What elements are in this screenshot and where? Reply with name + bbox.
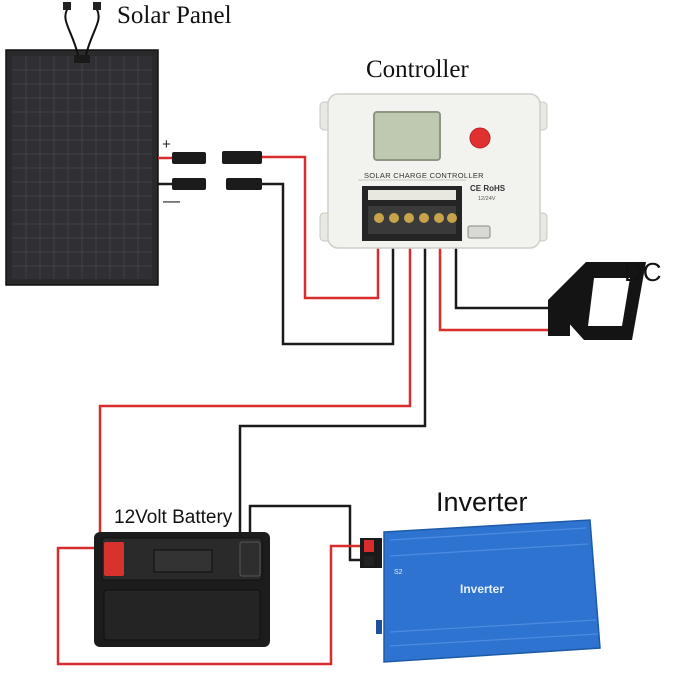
wire-panel-negative [262, 182, 395, 346]
mc4-connectors [158, 151, 262, 190]
junction-box [74, 55, 90, 63]
wire-inverter-negative [248, 504, 368, 562]
solar-panel-label: Solar Panel [117, 2, 232, 29]
controller-button [469, 127, 491, 149]
wire-dc-negative [454, 245, 548, 310]
inverter-brand: Inverter [460, 582, 505, 596]
panel-positive-sign: + [162, 136, 171, 153]
panel-negative-sign: — [163, 191, 180, 210]
wire-inverter-positive [56, 544, 368, 666]
inverter-label: Inverter [436, 487, 528, 517]
dc-load [548, 262, 646, 340]
wiring [56, 155, 548, 666]
controller-voltage: 12/24V [478, 196, 496, 202]
controller-face-title: SOLAR CHARGE CONTROLLER [364, 171, 484, 180]
solar-panel [5, 2, 159, 286]
battery-positive-terminal [104, 542, 124, 576]
battery-negative-terminal [239, 541, 261, 577]
inverter-mark: S2 [394, 569, 403, 576]
wire-dc-positive [438, 245, 548, 332]
dc-label: DC [624, 257, 662, 287]
wire-battery-positive [98, 245, 412, 548]
solar-panel-cell-grid [12, 56, 152, 279]
battery [94, 532, 270, 647]
controller-label: Controller [366, 56, 469, 83]
charge-controller [319, 93, 548, 249]
inverter [360, 519, 601, 663]
battery-label: 12Volt Battery [114, 507, 233, 528]
controller-lcd-screen [373, 111, 441, 161]
wire-battery-negative [238, 245, 427, 548]
usb-port [467, 225, 491, 239]
controller-terminals [368, 190, 457, 234]
wire-panel-positive [262, 155, 380, 300]
controller-certification: CE RoHS [470, 184, 506, 193]
